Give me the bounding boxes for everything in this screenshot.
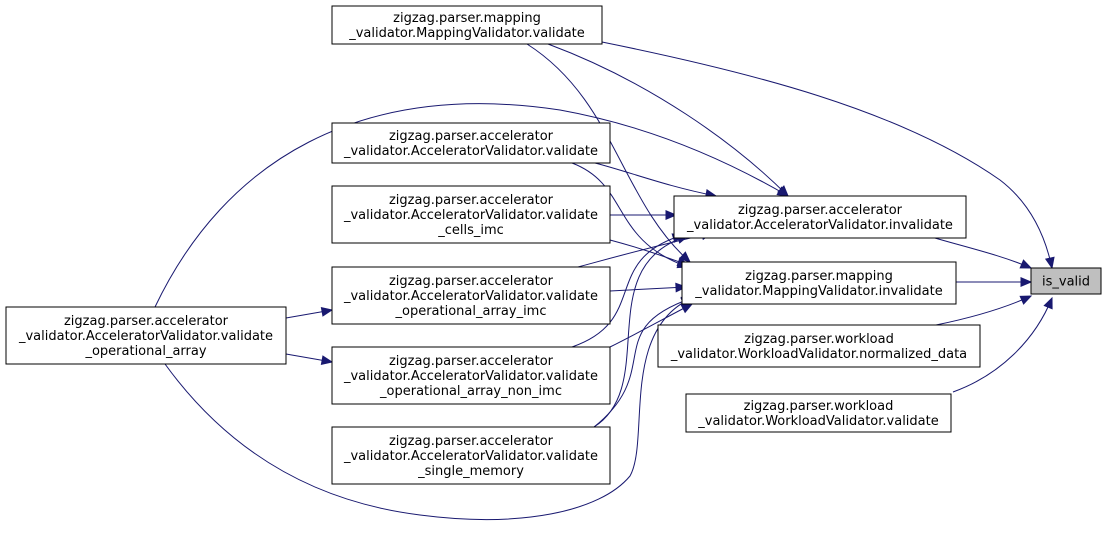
node-is-valid[interactable]: is_valid — [1030, 267, 1102, 295]
edge-line — [547, 43, 789, 197]
node-label-line: zigzag.parser.accelerator — [64, 314, 229, 329]
edge-line — [154, 103, 789, 308]
node-workload-normalized-data[interactable]: zigzag.parser.workload_validator.Workloa… — [657, 324, 981, 368]
node-accel-validate-cells-imc[interactable]: zigzag.parser.accelerator_validator.Acce… — [331, 185, 611, 244]
node-workload-validate[interactable]: zigzag.parser.workload_validator.Workloa… — [685, 393, 952, 433]
node-label-line: zigzag.parser.accelerator — [389, 354, 554, 369]
node-box — [1030, 267, 1102, 295]
edge-line — [601, 41, 1053, 269]
edge-mapping_validate-to-mapping_invalidate — [526, 43, 691, 263]
arrowhead-icon — [680, 303, 694, 314]
edge-line — [571, 162, 689, 268]
node-box — [331, 185, 611, 244]
node-box — [685, 393, 952, 433]
node-label-line: _validator.AcceleratorValidator.validate — [343, 208, 598, 223]
arrowhead-icon — [776, 186, 790, 197]
node-mapping-invalidate[interactable]: zigzag.parser.mapping_validator.MappingV… — [681, 261, 957, 305]
arrowhead-icon — [665, 210, 678, 220]
node-box — [681, 261, 957, 305]
node-label-line: zigzag.parser.accelerator — [389, 274, 554, 289]
node-label-line: _operational_array_imc — [394, 304, 546, 319]
edge-line — [609, 286, 687, 292]
arrowhead-icon — [1019, 259, 1033, 269]
arrowhead-icon — [675, 282, 688, 293]
node-label-line: zigzag.parser.mapping — [393, 11, 541, 26]
node-box — [331, 426, 611, 485]
node-label-line: _validator.AcceleratorValidator.validate — [343, 144, 598, 159]
node-label-line: _operational_array_non_imc — [379, 384, 562, 399]
edge-mapping_validate-to-accel_invalidate — [547, 43, 789, 197]
arrowhead-icon — [1020, 277, 1033, 287]
call-edges — [154, 41, 1055, 520]
edge-accel_validate_op_array_imc-to-mapping_invalidate — [609, 282, 688, 293]
arrowhead-icon — [320, 306, 334, 317]
node-label-line: zigzag.parser.workload — [744, 399, 894, 414]
edge-accel_invalidate-to-is_valid — [927, 235, 1033, 269]
node-accel-validate-op-array[interactable]: zigzag.parser.accelerator_validator.Acce… — [5, 306, 287, 365]
edge-line — [526, 43, 691, 263]
node-label-line: zigzag.parser.accelerator — [389, 193, 554, 208]
node-accel-validate-op-array-non-imc[interactable]: zigzag.parser.accelerator_validator.Acce… — [331, 346, 611, 405]
edge-line — [593, 297, 693, 428]
edge-line — [593, 235, 689, 428]
node-label-line: _validator.AcceleratorValidator.validate — [343, 289, 598, 304]
arrowhead-icon — [1019, 295, 1033, 305]
edge-accel_validate_op_array-to-accel_validate_op_array_non_imc — [285, 353, 334, 366]
node-label-line: _validator.AcceleratorValidator.validate — [18, 329, 273, 344]
edge-accel_validate_cells_imc-to-mapping_invalidate — [609, 239, 690, 267]
edge-workload_validate-to-is_valid — [952, 296, 1053, 393]
edge-mapping_invalidate-to-is_valid — [956, 277, 1033, 287]
node-box — [657, 324, 981, 368]
node-label-line: _validator.WorkloadValidator.normalized_… — [670, 347, 967, 362]
edge-line — [952, 297, 1053, 393]
node-label-line: _validator.MappingValidator.validate — [348, 26, 585, 41]
node-accel-invalidate[interactable]: zigzag.parser.accelerator_validator.Acce… — [673, 195, 967, 239]
node-accel-validate-op-array-imc[interactable]: zigzag.parser.accelerator_validator.Acce… — [331, 266, 611, 325]
node-label-line: _validator.MappingValidator.invalidate — [694, 284, 942, 299]
edge-accel_validate_op_array-to-accel_validate_op_array_imc — [285, 306, 334, 319]
arrowhead-icon — [1043, 296, 1053, 310]
call-nodes: is_validzigzag.parser.accelerator_valida… — [5, 5, 1102, 485]
node-label-line: _cells_imc — [437, 223, 504, 238]
node-label-line: _operational_array — [84, 344, 206, 359]
node-label-line: zigzag.parser.accelerator — [389, 434, 554, 449]
node-label-line: zigzag.parser.workload — [744, 332, 894, 347]
edge-accel_validate_op_array-to-accel_invalidate — [154, 103, 790, 308]
node-accel-validate-single-memory[interactable]: zigzag.parser.accelerator_validator.Acce… — [331, 426, 611, 485]
node-box — [331, 122, 611, 164]
edge-line — [164, 297, 693, 520]
node-box — [331, 266, 611, 325]
node-box — [331, 346, 611, 405]
edge-line — [571, 234, 684, 348]
node-box — [673, 195, 967, 239]
node-label-line: is_valid — [1042, 275, 1090, 290]
arrowhead-icon — [1044, 256, 1055, 270]
node-box — [5, 306, 287, 365]
node-label-line: _validator.AcceleratorValidator.validate — [343, 449, 598, 464]
edge-accel_validate-to-accel_invalidate — [594, 162, 718, 199]
node-label-line: zigzag.parser.mapping — [745, 269, 893, 284]
edge-line — [927, 235, 1032, 269]
arrowhead-icon — [320, 355, 334, 366]
edge-line — [594, 162, 717, 197]
node-label-line: zigzag.parser.accelerator — [389, 129, 554, 144]
node-accel-validate[interactable]: zigzag.parser.accelerator_validator.Acce… — [331, 122, 611, 164]
edge-workload_normalized_data-to-is_valid — [935, 295, 1033, 326]
node-label-line: _validator.AcceleratorValidator.validate — [343, 369, 598, 384]
node-label-line: zigzag.parser.accelerator — [738, 203, 903, 218]
arrowhead-icon — [678, 251, 691, 263]
node-label-line: _validator.WorkloadValidator.validate — [697, 414, 938, 429]
node-label-line: _single_memory — [417, 464, 524, 479]
edge-accel_validate_cells_imc-to-accel_invalidate — [610, 210, 678, 220]
node-mapping-validate[interactable]: zigzag.parser.mapping_validator.MappingV… — [331, 5, 603, 45]
edge-mapping_validate-to-is_valid — [601, 41, 1055, 270]
node-box — [331, 5, 603, 45]
node-label-line: _validator.AcceleratorValidator.invalida… — [686, 218, 953, 233]
